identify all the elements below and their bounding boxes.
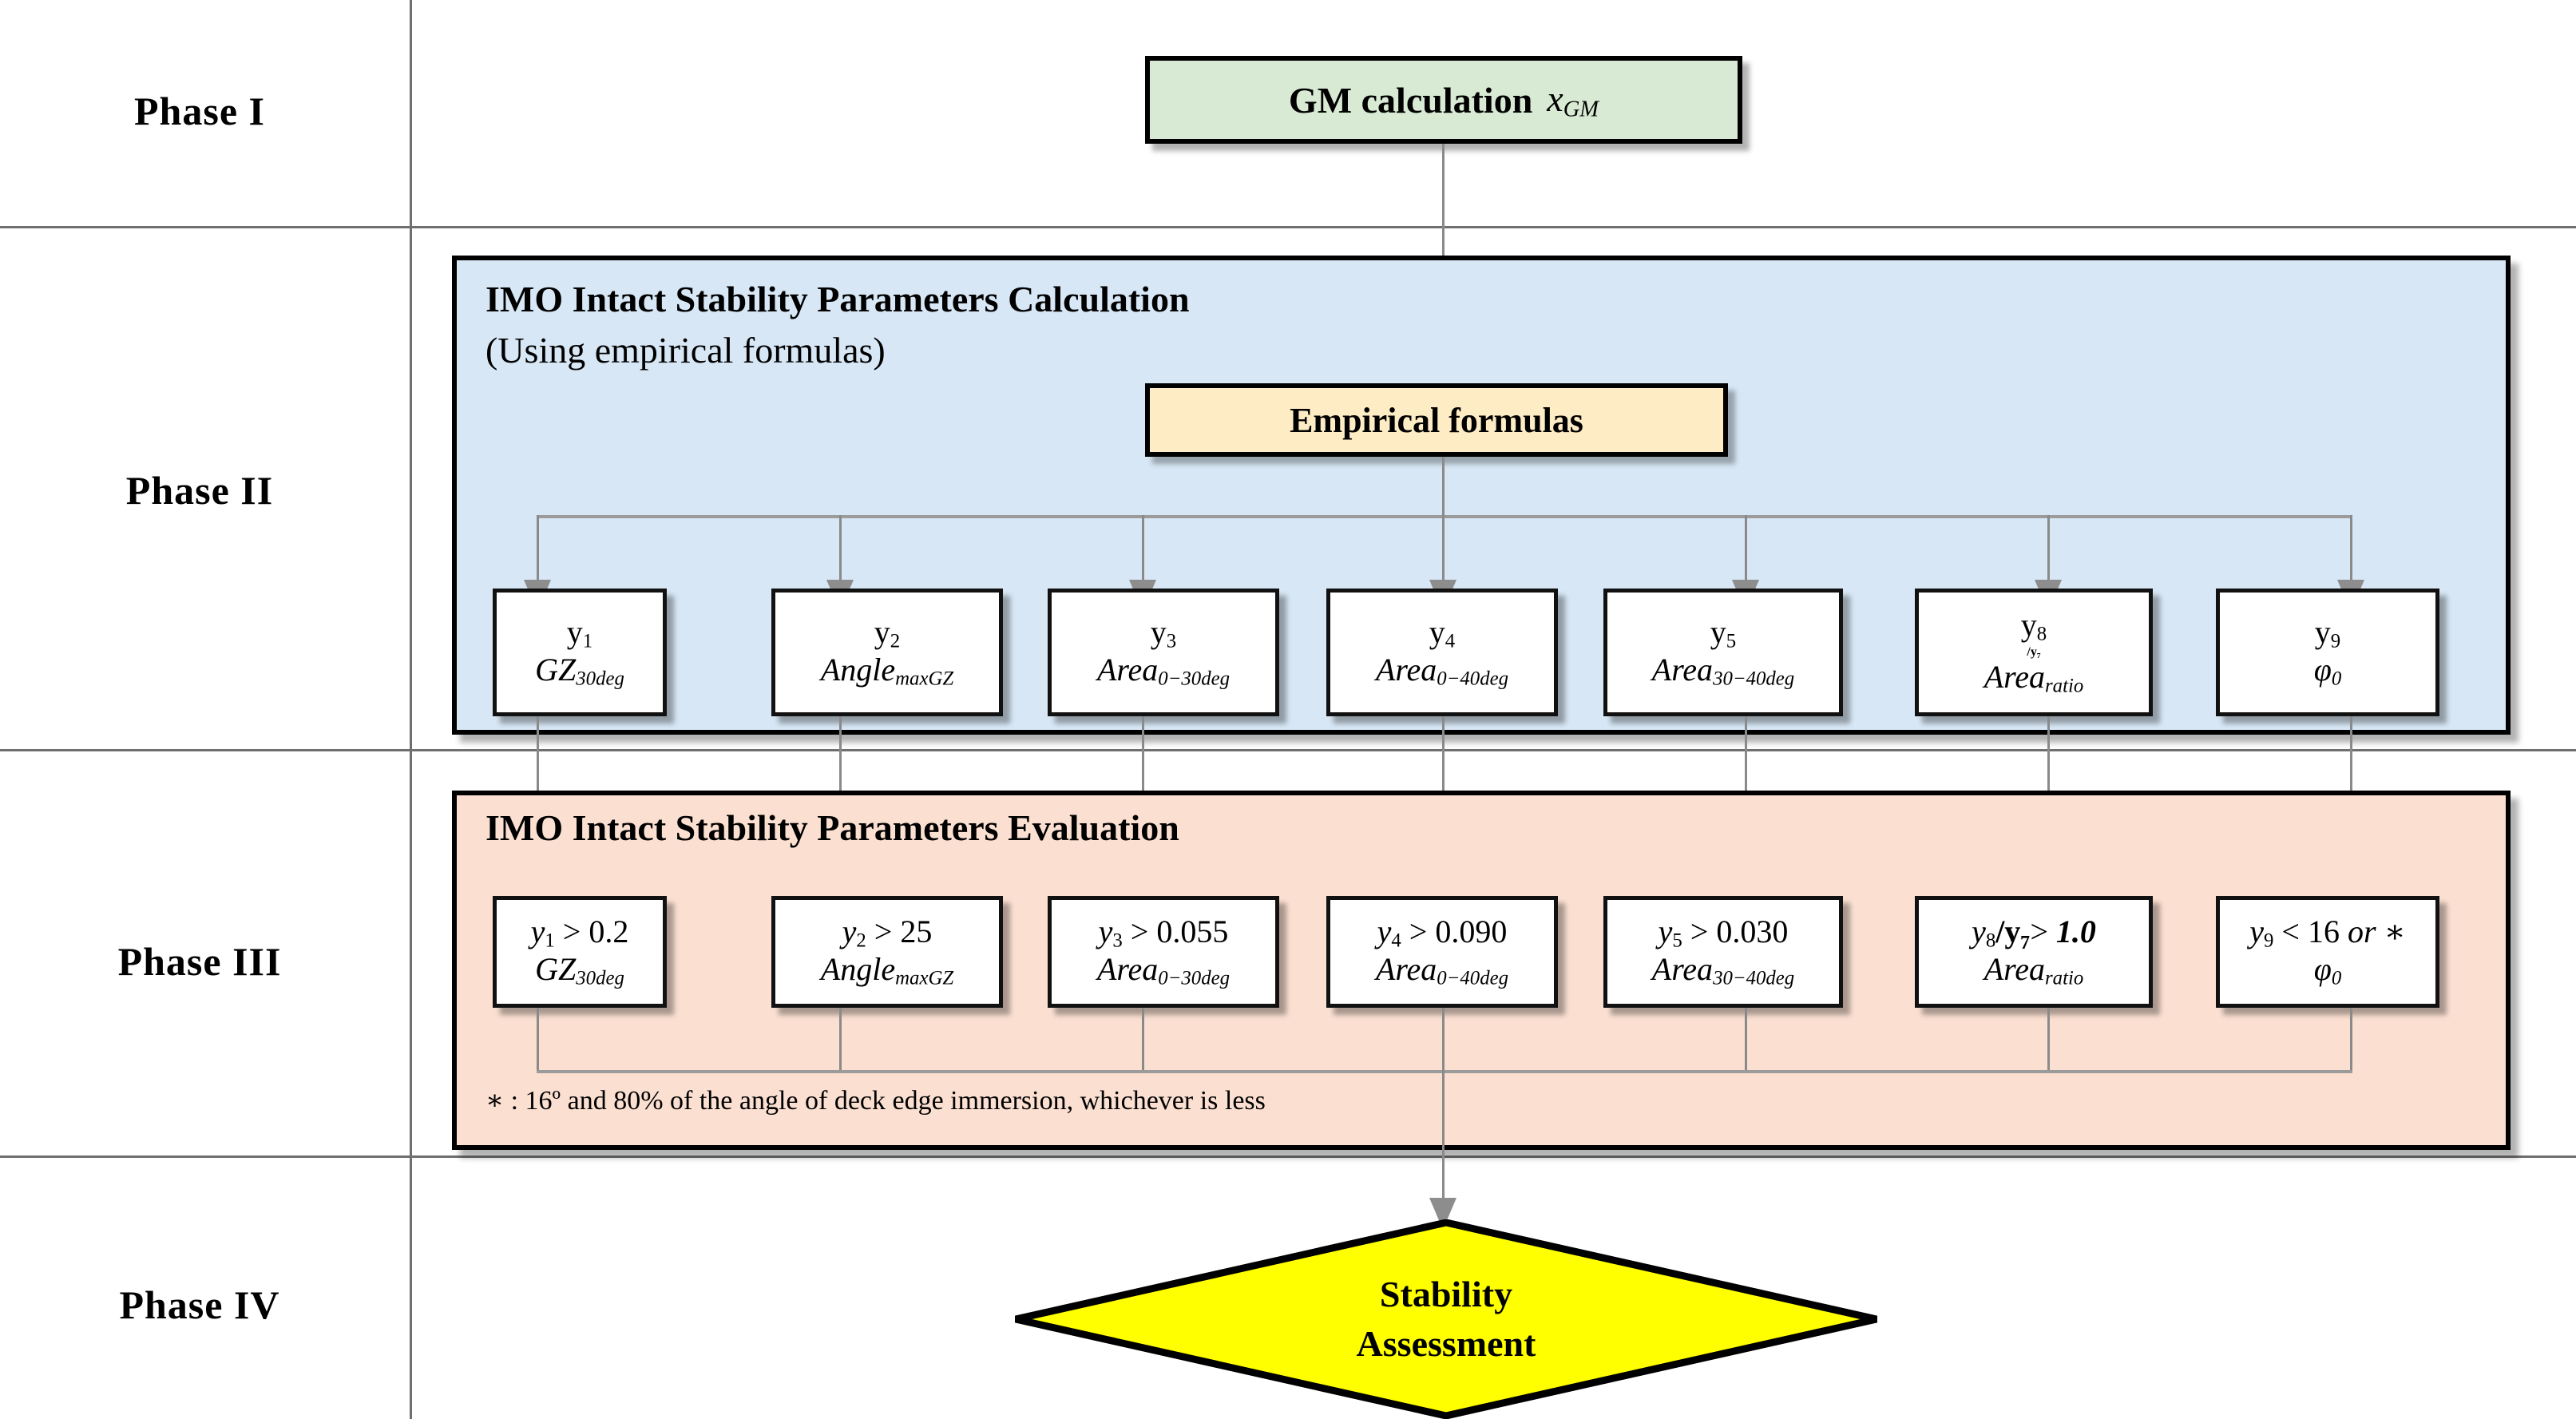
connector-p3-merge-7 bbox=[2350, 1008, 2352, 1072]
stability-assessment-diamond[interactable]: Stability Assessment bbox=[1013, 1219, 1880, 1419]
phase2-box-3[interactable]: y3 Area0−30deg bbox=[1048, 589, 1279, 716]
phase-label-2: Phase II bbox=[125, 468, 274, 513]
phase2-box-6[interactable]: y8/y₇ Arearatio bbox=[1915, 589, 2153, 716]
phase2-box-5-top: y5 bbox=[1710, 613, 1737, 652]
connector-p3-merge-2 bbox=[839, 1008, 842, 1072]
phase3-panel-title: IMO Intact Stability Parameters Evaluati… bbox=[485, 807, 1179, 848]
phase2-box-7[interactable]: y9 φ0 bbox=[2216, 589, 2439, 716]
connector-p3-merge-5 bbox=[1745, 1008, 1747, 1072]
phase2-box-7-name: φ0 bbox=[2313, 652, 2342, 690]
connector-empirical-to-bus bbox=[1442, 457, 1445, 517]
phase3-box-6-condition: y8/y₇> 1.0 bbox=[1972, 913, 2096, 952]
phase-label-1: Phase I bbox=[134, 89, 265, 133]
phase2-box-2-name: AnglemaxGZ bbox=[820, 652, 954, 690]
phase-divider-1 bbox=[0, 226, 2576, 228]
phase3-box-6[interactable]: y8/y₇> 1.0 Arearatio bbox=[1915, 896, 2153, 1008]
phase-divider-3 bbox=[0, 1155, 2576, 1158]
phase2-box-3-top: y3 bbox=[1150, 613, 1177, 652]
phase2-box-6-name: Arearatio bbox=[1984, 658, 2084, 697]
connector-bus-drop-3 bbox=[1142, 515, 1144, 595]
phase3-box-4-name: Area0−40deg bbox=[1375, 951, 1508, 989]
phase2-box-2[interactable]: y2 AnglemaxGZ bbox=[771, 589, 1003, 716]
phase2-box-4[interactable]: y4 Area0−40deg bbox=[1326, 589, 1558, 716]
phase3-box-4[interactable]: y4 > 0.090 Area0−40deg bbox=[1326, 896, 1558, 1008]
phase-column-divider bbox=[410, 0, 412, 1419]
gm-symbol: xGM bbox=[1547, 77, 1599, 122]
phase3-box-1-name: GZ30deg bbox=[535, 951, 624, 989]
phase3-box-5-name: Area30−40deg bbox=[1651, 951, 1795, 989]
phase-label-4: Phase IV bbox=[119, 1282, 280, 1327]
phase2-box-6-top: y8 bbox=[2020, 606, 2047, 645]
phase3-box-2[interactable]: y2 > 25 AnglemaxGZ bbox=[771, 896, 1003, 1008]
phase3-box-2-condition: y2 > 25 bbox=[842, 913, 933, 952]
connector-p3-merge-4 bbox=[1442, 1008, 1445, 1072]
phase-divider-2 bbox=[0, 749, 2576, 751]
phase-label-3: Phase III bbox=[117, 939, 282, 984]
phase3-box-6-name: Arearatio bbox=[1984, 951, 2084, 989]
phase2-box-1[interactable]: y1 GZ30deg bbox=[493, 589, 667, 716]
phase3-box-1[interactable]: y1 > 0.2 GZ30deg bbox=[493, 896, 667, 1008]
connector-bus-drop-4 bbox=[1442, 515, 1445, 595]
phase3-box-3-name: Area0−30deg bbox=[1096, 951, 1230, 989]
phase2-box-1-name: GZ30deg bbox=[535, 652, 624, 690]
gm-calculation-box[interactable]: GM calculation xGM bbox=[1145, 56, 1742, 144]
connector-bus-drop-7 bbox=[2350, 515, 2352, 595]
phase2-box-4-top: y4 bbox=[1429, 613, 1456, 652]
phase3-box-5-condition: y5 > 0.030 bbox=[1658, 913, 1789, 952]
connector-bus-drop-5 bbox=[1745, 515, 1747, 595]
phase2-box-2-top: y2 bbox=[874, 613, 901, 652]
connector-p3-merge-6 bbox=[2047, 1008, 2050, 1072]
phase2-panel-subtitle: (Using empirical formulas) bbox=[485, 330, 886, 371]
phase3-box-3-condition: y3 > 0.055 bbox=[1098, 913, 1229, 952]
connector-bus-drop-2 bbox=[839, 515, 842, 595]
phase3-box-7-name: φ0 bbox=[2313, 951, 2342, 989]
connector-p3-merge-1 bbox=[537, 1008, 539, 1072]
connector-bus-drop-1 bbox=[537, 515, 539, 595]
phase3-box-2-name: AnglemaxGZ bbox=[820, 951, 954, 989]
phase2-box-7-top: y9 bbox=[2314, 613, 2341, 652]
connector-bus-drop-6 bbox=[2047, 515, 2050, 595]
connector-p3-merge-3 bbox=[1142, 1008, 1144, 1072]
phase3-box-4-condition: y4 > 0.090 bbox=[1377, 913, 1508, 952]
phase3-merge-bus bbox=[537, 1070, 2352, 1073]
phase3-footnote: ∗ : 16º and 80% of the angle of deck edg… bbox=[485, 1086, 1266, 1116]
connector-merge-to-diamond bbox=[1442, 1070, 1445, 1223]
phase3-box-3[interactable]: y3 > 0.055 Area0−30deg bbox=[1048, 896, 1279, 1008]
phase3-box-5[interactable]: y5 > 0.030 Area30−40deg bbox=[1603, 896, 1843, 1008]
phase2-panel-title: IMO Intact Stability Parameters Calculat… bbox=[485, 279, 1190, 319]
phase3-box-7-condition: y9 < 16 or ∗ bbox=[2249, 913, 2406, 952]
phase3-box-1-condition: y1 > 0.2 bbox=[530, 913, 629, 952]
phase2-box-1-top: y1 bbox=[566, 613, 593, 652]
phase2-box-4-name: Area0−40deg bbox=[1375, 652, 1508, 690]
phase2-box-5-name: Area30−40deg bbox=[1651, 652, 1795, 690]
phase3-box-7[interactable]: y9 < 16 or ∗ φ0 bbox=[2216, 896, 2439, 1008]
gm-calculation-label: GM calculation bbox=[1288, 79, 1533, 121]
phase2-distribution-bus bbox=[537, 515, 2352, 518]
phase2-box-6-top-rest: /y₇ bbox=[2027, 645, 2041, 660]
phase2-box-3-name: Area0−30deg bbox=[1096, 652, 1230, 690]
phase2-box-5[interactable]: y5 Area30−40deg bbox=[1603, 589, 1843, 716]
empirical-formulas-box[interactable]: Empirical formulas bbox=[1145, 383, 1728, 457]
